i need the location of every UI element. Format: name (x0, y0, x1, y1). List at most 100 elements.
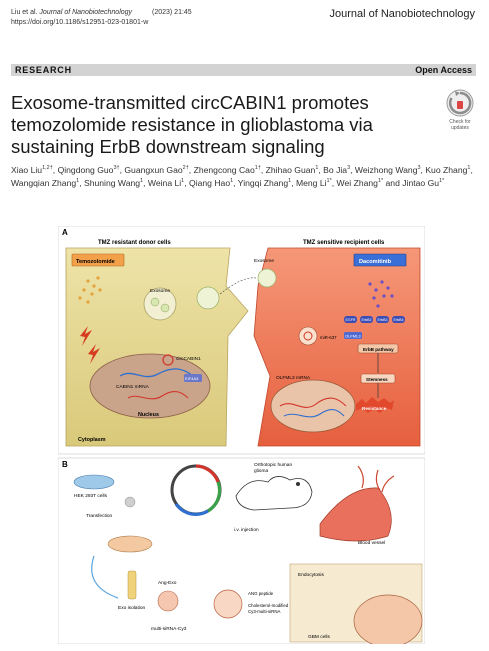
olfml3-label: OLFML3 (345, 334, 361, 339)
author-name[interactable]: Bo Jia3 (323, 165, 351, 175)
recipient-title: TMZ sensitive recipient cells (303, 240, 385, 246)
resistance-burst-icon (356, 397, 394, 413)
resistance-label: Resistance (362, 406, 387, 411)
panel-a-label: A (62, 228, 68, 237)
cholesterol-label: Cholesterol-modified (248, 603, 289, 608)
dacomitinib-box (353, 253, 407, 267)
ang-peptide-label: ANG peptide (248, 591, 274, 596)
check-for-updates-icon[interactable] (445, 88, 475, 118)
hek-label: HEK 293T cells (74, 493, 108, 499)
author-affiliation: 3 (347, 165, 351, 171)
author-name[interactable]: Meng Li1* (295, 178, 332, 188)
author-name[interactable]: Yingqi Zhang1 (237, 178, 292, 188)
author-name[interactable]: Qiang Hao1 (189, 178, 234, 188)
author-separator: , (260, 165, 266, 175)
cytoplasm-label: Cytoplasm (78, 437, 106, 443)
exosome-label: Exosome (254, 258, 274, 264)
tmz-particles (78, 276, 102, 304)
article-type: RESEARCH (15, 65, 72, 75)
author-name[interactable]: Xiao Liu1,2† (11, 165, 53, 175)
author-separator: and (383, 178, 403, 188)
author-separator: , (79, 178, 84, 188)
author-name[interactable]: Kuo Zhang1 (425, 165, 471, 175)
mir637-label: miR-637 (320, 335, 337, 340)
author-separator: , (420, 165, 426, 175)
author-separator: , (52, 165, 58, 175)
author-name[interactable]: Guangxun Gao2† (124, 165, 189, 175)
citation-header: Liu et al. Journal of Nanobiotechnology … (11, 8, 192, 28)
donor-nucleus (89, 353, 211, 419)
author-affiliation: 1† (254, 165, 261, 171)
erbb-label: ErbB pathway (363, 347, 394, 352)
author-affiliation: 1 (140, 178, 144, 184)
author-separator: , (331, 178, 337, 188)
author-list: Xiao Liu1,2†, Qingdong Guo3†, Guangxun G… (11, 164, 481, 190)
transfected-dish (107, 535, 153, 553)
orthotopic-label: Orthotopic human (254, 462, 292, 468)
receptor-pill (392, 316, 405, 323)
exo-isolation-label: Exo isolation (118, 605, 146, 611)
damage-bolt-icon (88, 344, 100, 364)
ang-exo (157, 590, 179, 612)
cabin1-mrna-label: CABIN1 mRNA (116, 384, 150, 390)
author-name[interactable]: Weina Li1 (147, 178, 185, 188)
author-name[interactable]: Wangqian Zhang1 (11, 178, 80, 188)
journal-name: Journal of Nanobiotechnology (329, 8, 475, 20)
donor-title: TMZ resistant donor cells (98, 240, 171, 246)
nucleus-label: Nucleus (138, 412, 159, 418)
blood-vessel-label: Blood vessel (358, 540, 385, 546)
cy3-multi-sirna-label: Cy3-multi-siRNA (248, 609, 281, 614)
exosome-inner-label: Exosome (150, 288, 170, 294)
receptor-label: EGFR (346, 318, 356, 322)
iv-injection-label: i.v. injection (234, 527, 259, 533)
author-separator: , (119, 165, 125, 175)
receptor-pill (344, 316, 357, 323)
mouse-illustration (235, 476, 313, 511)
author-affiliation: 1 (230, 178, 234, 184)
citation-journal: Journal of Nanobiotechnology (39, 9, 133, 16)
author-affiliation: 3 (417, 165, 421, 171)
author-separator: , (143, 178, 148, 188)
article-type-band: RESEARCH Open Access (11, 64, 476, 76)
graphical-abstract-figure: A TMZ resistant donor cells TMZ sensitiv… (58, 226, 425, 644)
author-name[interactable]: Shuning Wang1 (83, 178, 144, 188)
receptor-label: ErbB4 (394, 318, 404, 322)
receptor-pill (360, 316, 373, 323)
author-separator: , (318, 165, 324, 175)
citation-authors: Liu et al. (11, 9, 38, 16)
temozolomide-box (71, 253, 125, 267)
released-exosome (196, 286, 220, 310)
panel-b-label: B (62, 460, 68, 469)
multi-sirna-label: multi-siRNA-Cy3 (151, 626, 187, 632)
citation-year: (2023) 21:45 (152, 9, 192, 16)
check-for-updates-label[interactable]: Check for updates (449, 119, 471, 131)
receptor-label: ErbB2 (362, 318, 372, 322)
author-name[interactable]: Weizhong Wang3 (354, 165, 421, 175)
ang-exo-label: Ang-Exo (158, 580, 177, 586)
glioma-label: glioma (254, 468, 268, 474)
open-access-label: Open Access (415, 65, 472, 75)
author-affiliation: 2† (182, 165, 189, 171)
author-name[interactable]: Zhengcong Cao1† (193, 165, 261, 175)
author-affiliation: 1* (377, 178, 384, 184)
author-separator: , (350, 165, 355, 175)
stemness-label: Stemness (366, 377, 388, 382)
damage-bolt-icon (80, 326, 92, 346)
author-name[interactable]: Zhihao Guan1 (265, 165, 319, 175)
exo-detail (213, 589, 243, 619)
author-separator: , (184, 178, 190, 188)
author-name[interactable]: Qingdong Guo3† (57, 165, 120, 175)
eif4a3-label: EIF4A3 (185, 376, 199, 381)
author-affiliation: 1* (326, 178, 332, 184)
circcabin1-label: circCABIN1 (176, 356, 201, 362)
author-affiliation: 1,2† (42, 165, 53, 171)
author-name[interactable]: Jintao Gu1* (402, 178, 445, 188)
isolation-tube (127, 570, 137, 600)
dacomitinib-particles (368, 280, 394, 308)
receptor-pill (376, 316, 389, 323)
doi-link[interactable]: https://doi.org/10.1186/s12951-023-01801… (11, 19, 149, 26)
author-affiliation: 1 (315, 165, 319, 171)
author-affiliation: 1 (181, 178, 185, 184)
author-name[interactable]: Wei Zhang1* (336, 178, 384, 188)
